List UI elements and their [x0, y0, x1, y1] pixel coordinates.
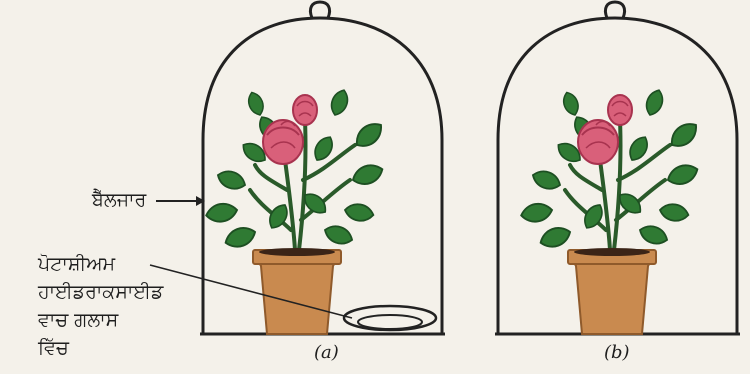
watch-glass [344, 306, 436, 330]
flower-pot-b [568, 248, 656, 334]
koh-label-line-4: ਵਿੱਚ [38, 339, 69, 358]
koh-label-line-3: ਵਾਚ ਗਲਾਸ [38, 311, 118, 330]
potted-rose-plant-b [520, 88, 702, 251]
koh-label-line-1: ਪੋਟਾਸ਼ੀਅਮ [38, 255, 115, 274]
flower-pot-a [253, 248, 341, 334]
bell-jar-arrow [156, 196, 205, 206]
bell-jar-b-knob [605, 2, 624, 18]
bell-jar-a-knob [310, 2, 329, 18]
bell-jar-label: ਬੈੱਲਜਾਰ [92, 191, 146, 210]
koh-label-line-2: ਹਾਈਡਰਾਕਸਾਈਡ [38, 283, 163, 302]
potted-rose-plant-a [205, 88, 387, 251]
caption-b: (b) [604, 342, 630, 363]
caption-a: (a) [314, 342, 339, 363]
